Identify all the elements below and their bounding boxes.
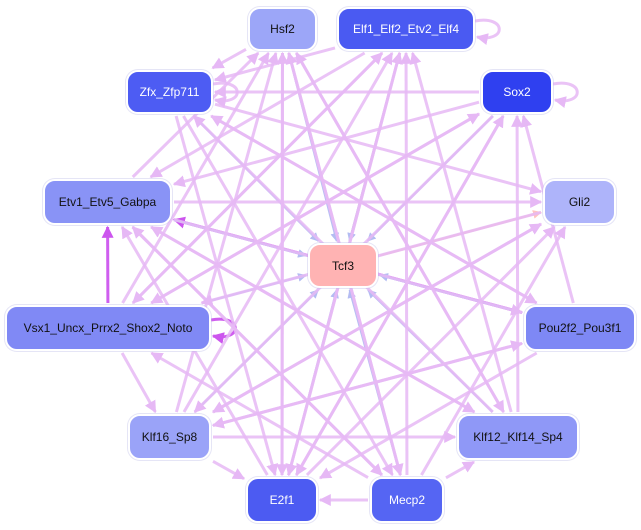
- edge-elf-to-vsx1: [131, 51, 384, 305]
- edge-etv1-to-klf12: [150, 225, 476, 414]
- edge-hsf2-to-zfx: [211, 48, 247, 70]
- node-label: Klf12_Klf14_Sp4: [473, 430, 563, 444]
- edge-klf16-to-e2f1: [212, 460, 246, 481]
- node-label: Hsf2: [270, 22, 295, 36]
- edge-klf12-to-hsf2: [295, 51, 505, 413]
- node-etv1-etv5-gabpa[interactable]: Etv1_Etv5_Gabpa: [43, 179, 172, 225]
- node-tcf3[interactable]: Tcf3: [308, 243, 378, 288]
- node-mecp2[interactable]: Mecp2: [370, 477, 444, 523]
- node-label: Pou2f2_Pou3f1: [538, 321, 622, 335]
- node-label: Etv1_Etv5_Gabpa: [58, 195, 157, 209]
- edge-elf-to-zfx: [213, 46, 336, 83]
- node-label: Gli2: [568, 195, 591, 209]
- edge-gli2-to-klf16: [211, 222, 542, 414]
- node-elf1-elf2-etv2-elf4[interactable]: Elf1_Elf2_Etv2_Elf4: [337, 7, 475, 51]
- node-gli2[interactable]: Gli2: [543, 179, 616, 225]
- node-hsf2[interactable]: Hsf2: [248, 7, 317, 51]
- node-zfx-zfp711[interactable]: Zfx_Zfp711: [126, 70, 213, 114]
- edge-zfx-to-mecp2: [182, 115, 394, 477]
- edge-zfx-to-pou2f2: [210, 114, 538, 305]
- edge-klf16-to-pou2f2: [212, 340, 524, 427]
- edge-zfx-to-gli2: [214, 102, 543, 195]
- edge-mecp2-to-elf: [400, 51, 413, 476]
- edge-sox2-to-etv1: [172, 100, 480, 188]
- edge-pou2f2-to-e2f1: [318, 351, 538, 480]
- node-label: Vsx1_Uncx_Prrx2_Shox2_Noto: [23, 321, 193, 335]
- node-label: E2f1: [269, 493, 295, 507]
- edge-klf16-to-elf: [182, 51, 394, 413]
- node-klf12-klf14-sp4[interactable]: Klf12_Klf14_Sp4: [457, 414, 579, 460]
- node-label: Mecp2: [388, 493, 426, 507]
- node-sox2[interactable]: Sox2: [481, 70, 553, 114]
- node-vsx1-uncx-prrx2-shox2-noto[interactable]: Vsx1_Uncx_Prrx2_Shox2_Noto: [5, 305, 211, 351]
- edge-vsx1-to-hsf2: [121, 51, 270, 304]
- edge-e2f1-to-gli2: [305, 225, 556, 477]
- edge-vsx1-to-klf16: [120, 352, 157, 414]
- node-e2f1[interactable]: E2f1: [246, 477, 318, 523]
- node-label: Zfx_Zfp711: [139, 85, 200, 99]
- edge-elf-to-elf: [474, 18, 501, 45]
- edge-vsx1-to-sox2: [150, 112, 481, 305]
- edge-e2f1-to-sox2: [295, 114, 505, 476]
- node-klf16-sp8[interactable]: Klf16_Sp8: [128, 414, 211, 460]
- edge-sox2-to-sox2: [552, 81, 579, 108]
- edge-e2f1-to-etv1: [120, 225, 269, 476]
- node-pou2f2-pou3f1[interactable]: Pou2f2_Pou3f1: [524, 305, 636, 351]
- node-label: Tcf3: [331, 258, 354, 273]
- node-label: Sox2: [503, 85, 531, 99]
- edge-mecp2-to-klf12: [445, 460, 475, 480]
- node-label: Elf1_Elf2_Etv2_Elf4: [352, 22, 460, 36]
- edge-etv1-to-hsf2: [131, 51, 260, 179]
- node-label: Klf16_Sp8: [141, 430, 198, 444]
